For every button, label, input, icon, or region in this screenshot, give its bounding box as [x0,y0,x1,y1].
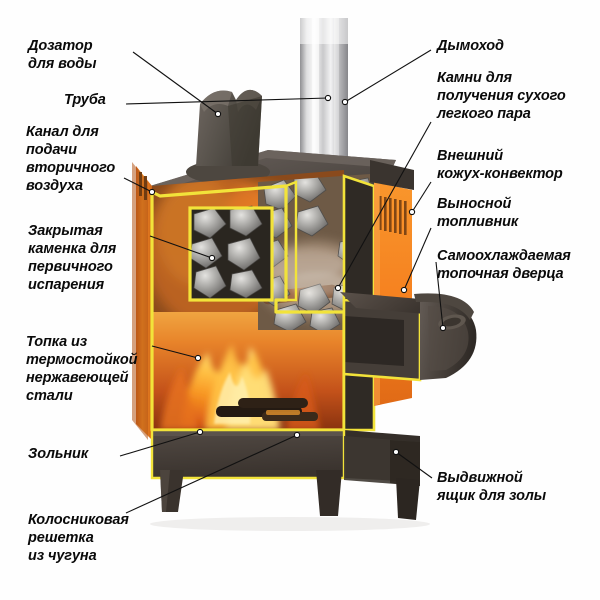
remote-firebox-graphic [340,292,477,382]
callout-label-self-cooling-door: Самоохлаждаемая топочная дверца [437,248,571,282]
burning-logs [216,398,318,421]
callout-label-remote-firebox: Выносной топливник [437,196,519,230]
callout-label-ash-drawer: Выдвижной ящик для золы [437,470,547,504]
callout-label-pipe: Труба [64,92,106,108]
callout-label-outer-convector-casing: Внешний кожух-конвектор [437,148,563,182]
callout-label-secondary-air-channel: Канал для подачи вторичного воздуха [26,124,116,194]
callout-label-water-doser: Дозатор для воды [28,38,97,72]
callout-label-closed-stone-chamber: Закрытая каменка для первичного испарени… [28,223,117,293]
ash-drawer-graphic [150,428,420,486]
callout-label-cast-iron-grate: Колосниковая решетка из чугуна [28,512,129,564]
steam [258,248,348,296]
callout-label-stainless-firebox: Топка из термостойкой нержавеющей стали [26,334,138,404]
callout-label-stones-dry-steam: Камни для получения сухого легкого пара [437,70,566,122]
closed-stone-chamber-graphic [188,205,274,302]
callout-label-chimney: Дымоход [437,38,504,54]
water-doser-graphic [186,89,270,184]
callout-label-ash-pan-zolnik: Зольник [28,446,89,462]
flame-region [152,312,344,430]
